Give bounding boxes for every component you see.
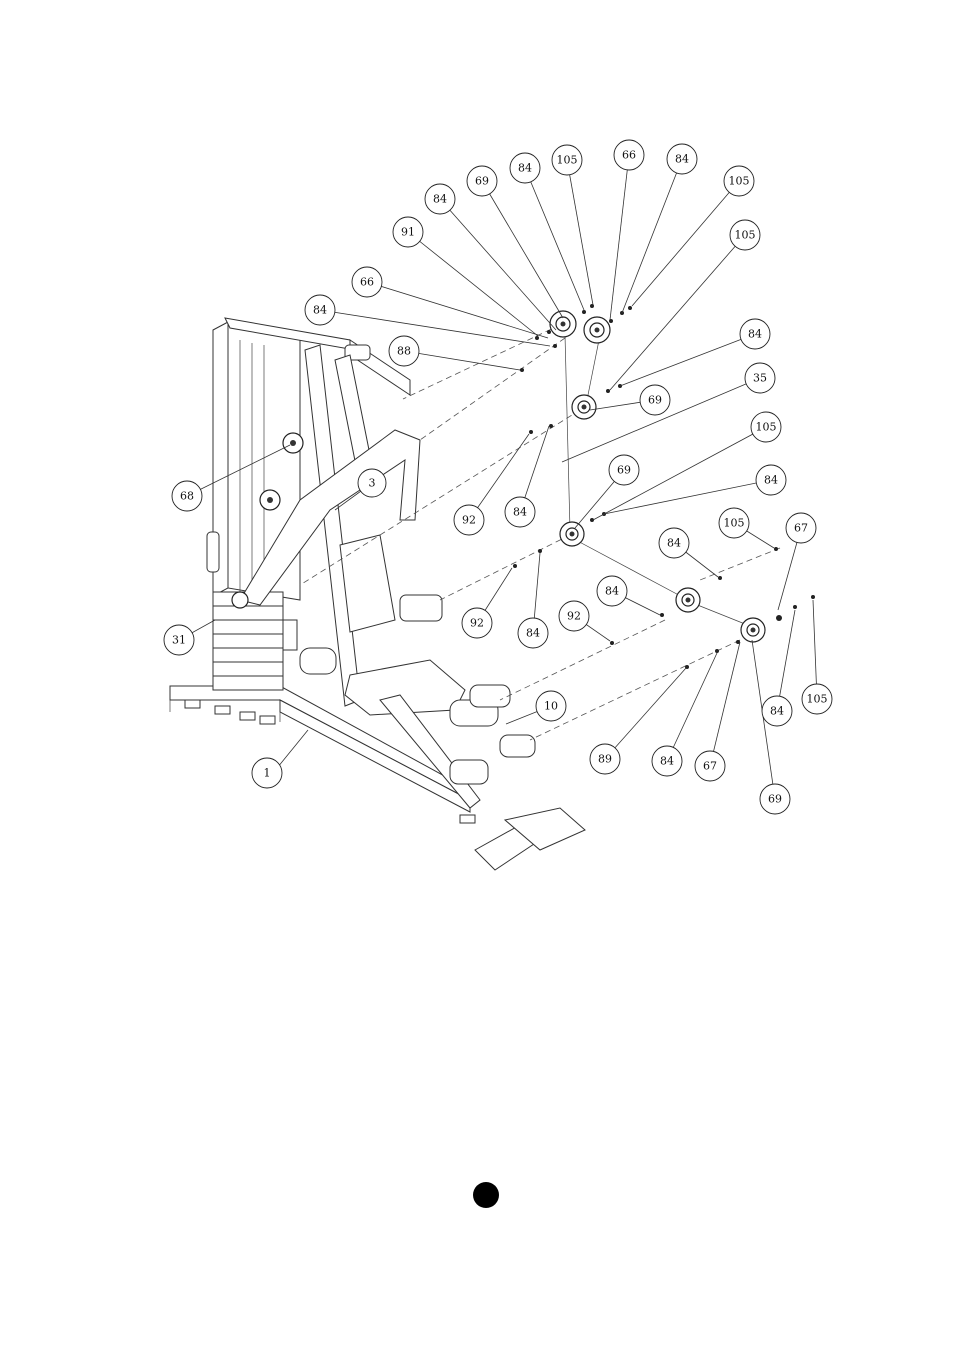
callout-label: 84 xyxy=(518,162,532,175)
callout-66: 66 xyxy=(352,267,382,297)
callout-92: 92 xyxy=(462,608,492,638)
callout-label: 84 xyxy=(433,193,447,206)
callout-69: 69 xyxy=(760,784,790,814)
callout-label: 35 xyxy=(753,372,767,385)
callout-label: 92 xyxy=(567,610,581,623)
callout-84: 84 xyxy=(740,319,770,349)
callout-label: 105 xyxy=(724,517,745,530)
callout-91: 91 xyxy=(393,217,423,247)
callout-label: 31 xyxy=(172,634,186,647)
callout-92: 92 xyxy=(559,601,589,631)
callout-84: 84 xyxy=(667,144,697,174)
callout-35: 35 xyxy=(745,363,775,393)
callout-105: 105 xyxy=(751,412,781,442)
callout-label: 89 xyxy=(598,753,612,766)
machine-frame xyxy=(170,318,585,870)
callout-label: 84 xyxy=(660,755,674,768)
callout-66: 66 xyxy=(614,140,644,170)
callout-84: 84 xyxy=(756,465,786,495)
callout-label: 84 xyxy=(667,537,681,550)
callout-105: 105 xyxy=(802,684,832,714)
callout-69: 69 xyxy=(640,385,670,415)
callout-84: 84 xyxy=(652,746,682,776)
callout-label: 84 xyxy=(748,328,762,341)
callout-67: 67 xyxy=(695,751,725,781)
callout-label: 105 xyxy=(557,154,578,167)
callout-label: 66 xyxy=(360,276,374,289)
callout-label: 92 xyxy=(462,514,476,527)
pulley-top-right xyxy=(584,317,610,343)
callout-label: 84 xyxy=(764,474,778,487)
callout-label: 84 xyxy=(605,585,619,598)
callout-105: 105 xyxy=(719,508,749,538)
callout-label: 105 xyxy=(807,693,828,706)
callout-label: 1 xyxy=(264,767,271,780)
callout-label: 84 xyxy=(675,153,689,166)
callout-84: 84 xyxy=(510,153,540,183)
callout-label: 69 xyxy=(768,793,782,806)
pulley-upper-mid xyxy=(572,395,596,419)
callout-label: 92 xyxy=(470,617,484,630)
callout-10: 10 xyxy=(536,691,566,721)
callout-84: 84 xyxy=(425,184,455,214)
callout-105: 105 xyxy=(730,220,760,250)
callout-label: 10 xyxy=(544,700,558,713)
callout-88: 88 xyxy=(389,336,419,366)
callout-label: 84 xyxy=(313,304,327,317)
callout-67: 67 xyxy=(786,513,816,543)
callout-84: 84 xyxy=(659,528,689,558)
callout-label: 69 xyxy=(475,175,489,188)
callout-label: 84 xyxy=(513,506,527,519)
weight-stack xyxy=(213,592,297,690)
callout-84: 84 xyxy=(597,576,627,606)
callout-69: 69 xyxy=(467,166,497,196)
pulley-lower-right xyxy=(741,618,765,642)
pulley-lower-mid xyxy=(676,588,700,612)
callout-89: 89 xyxy=(590,744,620,774)
callout-label: 67 xyxy=(794,522,808,535)
page-marker-dot xyxy=(473,1182,499,1208)
pulley-set xyxy=(550,311,765,642)
callout-84: 84 xyxy=(518,618,548,648)
callout-84: 84 xyxy=(505,497,535,527)
callout-3: 3 xyxy=(358,469,386,497)
callout-68: 68 xyxy=(172,481,202,511)
callout-label: 105 xyxy=(729,175,750,188)
callout-label: 67 xyxy=(703,760,717,773)
callout-84: 84 xyxy=(762,696,792,726)
callout-84: 84 xyxy=(305,295,335,325)
callout-105: 105 xyxy=(724,166,754,196)
callout-label: 105 xyxy=(735,229,756,242)
callout-92: 92 xyxy=(454,505,484,535)
pulley-mid xyxy=(560,522,584,546)
callout-105: 105 xyxy=(552,145,582,175)
callout-label: 84 xyxy=(526,627,540,640)
callout-label: 66 xyxy=(622,149,636,162)
pulley-top-left xyxy=(550,311,576,337)
callout-label: 84 xyxy=(770,705,784,718)
callout-label: 68 xyxy=(180,490,194,503)
callout-1: 1 xyxy=(252,758,282,788)
callout-69: 69 xyxy=(609,455,639,485)
callout-label: 88 xyxy=(397,345,411,358)
callout-31: 31 xyxy=(164,625,194,655)
callout-label: 69 xyxy=(617,464,631,477)
callout-label: 91 xyxy=(401,226,415,239)
callout-label: 105 xyxy=(756,421,777,434)
callout-label: 3 xyxy=(369,477,376,490)
callout-label: 69 xyxy=(648,394,662,407)
